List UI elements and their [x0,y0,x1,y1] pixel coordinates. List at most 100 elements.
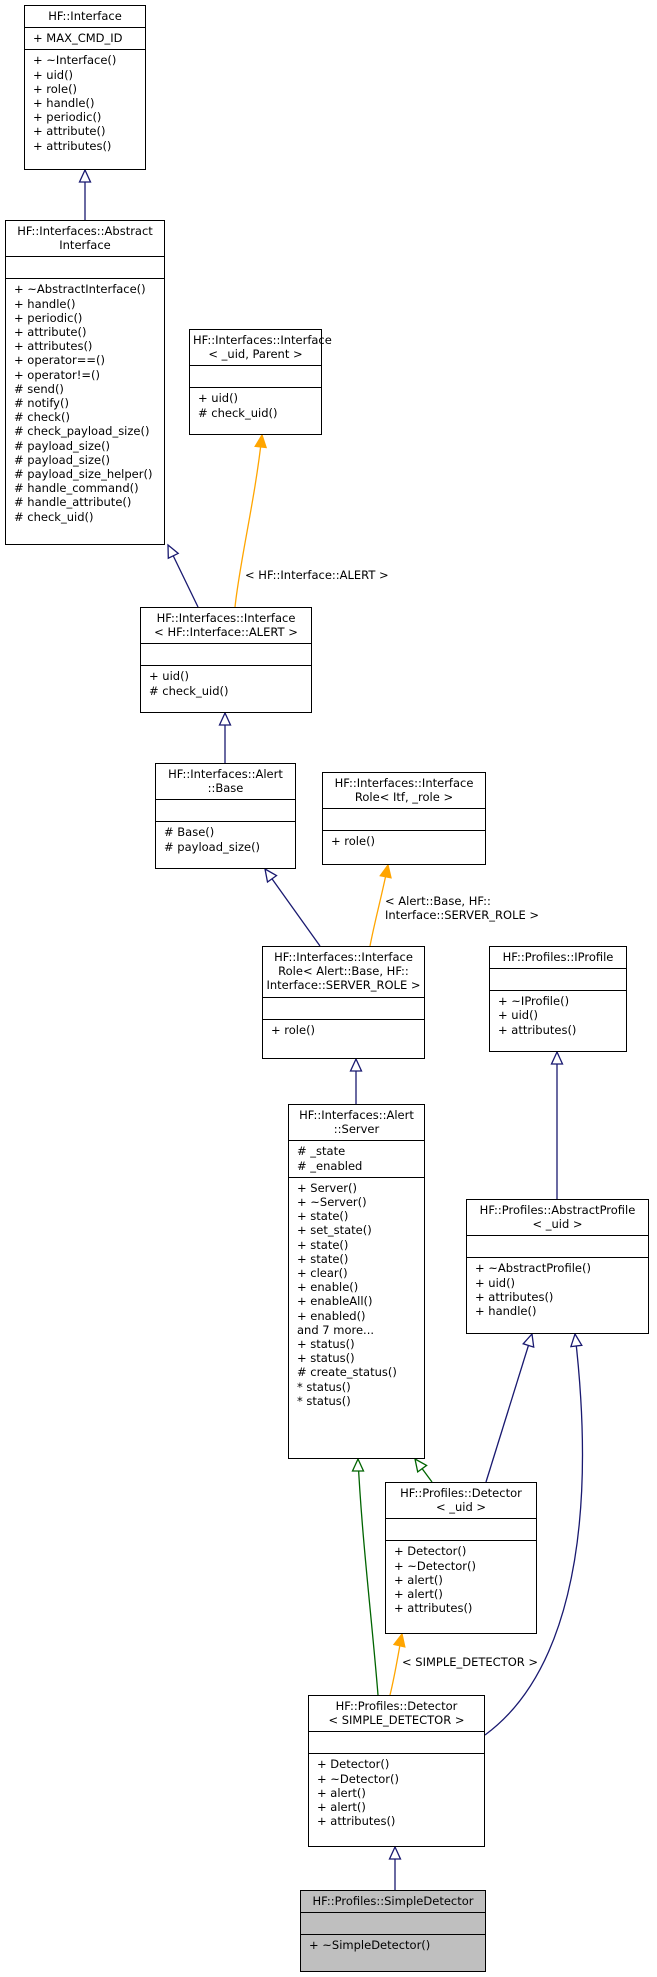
attributes-compartment: # _state# _enabled [289,1140,424,1176]
class-alert-server[interactable]: HF::Interfaces::Alert::Server# _state# _… [288,1104,425,1459]
class-name: HF::Interfaces::Alert::Base [156,764,295,799]
method-entry: # handle_attribute() [14,495,132,510]
class-hf-interface[interactable]: HF::Interface+ MAX_CMD_ID+ ~Interface()+… [24,5,146,170]
method-entry: + attribute() [14,325,87,340]
class-name: HF::Interfaces::Interface< HF::Interface… [141,608,311,643]
edge-alert-server-to-role-alert-arrowhead [349,1057,363,1072]
method-entry: + status() [297,1337,355,1352]
method-entry: + ~IProfile() [498,994,570,1009]
class-detector-simple[interactable]: HF::Profiles::Detector< SIMPLE_DETECTOR … [308,1695,485,1847]
method-entry: + periodic() [33,110,102,125]
class-name-line: < SIMPLE_DETECTOR > [328,1713,465,1728]
edge-label-role-binding: < Alert::Base, HF:: Interface::SERVER_RO… [385,894,539,922]
class-name-line: < _uid > [532,1217,583,1232]
class-name-line: HF::Interfaces::Interface [274,950,413,964]
method-entry: + enableAll() [297,1294,373,1309]
class-name-line: HF::Interfaces::Interface [193,333,332,347]
method-entry: + uid() [149,669,190,684]
class-name-line: HF::Interface [48,9,122,23]
class-name: HF::Profiles::Detector< _uid > [386,1483,536,1518]
method-entry: + attributes() [498,1022,577,1037]
class-name: HF::Interfaces::Interface< _uid, Parent … [190,330,332,365]
attribute-entry: + MAX_CMD_ID [33,31,123,46]
class-interface-alert[interactable]: HF::Interfaces::Interface< HF::Interface… [140,607,312,713]
edge-detector-simple-to-detector-template-arrowhead [392,1632,406,1648]
method-entry: + set_state() [297,1223,372,1238]
method-entry: + ~Server() [297,1195,367,1210]
method-entry: # payload_size() [14,438,111,453]
edge-interface-alert-to-interface-template [234,434,263,608]
edge-role-alert-to-alert-base-arrowhead [264,867,278,884]
class-name: HF::Profiles::IProfile [490,947,626,968]
class-alert-base[interactable]: HF::Interfaces::Alert::Base# Base()# pay… [155,763,296,869]
method-entry: + attributes() [33,138,112,153]
class-name: HF::Profiles::SimpleDetector [301,1891,485,1913]
method-entry: + Server() [297,1180,357,1195]
more-members-link[interactable]: and 7 more... [297,1322,375,1337]
method-entry: # notify() [14,396,69,411]
method-entry: + enabled() [297,1308,366,1323]
class-name-line: < HF::Interface::ALERT > [154,625,298,640]
method-entry: + periodic() [14,310,83,325]
method-entry: # Base() [164,825,215,840]
methods-compartment: + ~AbstractProfile()+ uid()+ attributes(… [467,1257,648,1322]
class-iprofile[interactable]: HF::Profiles::IProfile+ ~IProfile()+ uid… [489,946,627,1052]
methods-compartment: # Base()# payload_size() [156,821,295,857]
method-entry: + Detector() [317,1757,390,1772]
method-entry: + uid() [198,391,239,406]
class-name-line: < _uid, Parent > [208,347,303,362]
method-entry: + ~AbstractProfile() [475,1261,591,1276]
method-entry: + state() [297,1209,349,1224]
edge-label-detector-binding: < SIMPLE_DETECTOR > [402,1655,539,1669]
class-name-line: Role< Alert::Base, HF:: [278,964,409,979]
attributes-compartment [156,799,295,821]
attributes-compartment [301,1912,485,1934]
class-simple-detector[interactable]: HF::Profiles::SimpleDetector+ ~SimpleDet… [300,1890,486,1972]
edge-label-role-binding-line-2: Interface::SERVER_ROLE > [385,908,540,923]
class-interface-template[interactable]: HF::Interfaces::Interface< _uid, Parent … [189,329,332,435]
edge-interface-alert-to-interface-template-arrowhead [254,433,268,449]
method-entry: + uid() [498,1008,539,1023]
class-name: HF::Profiles::AbstractProfile< _uid > [467,1200,648,1235]
method-entry: + handle() [14,296,76,311]
edge-interface-alert-to-abstract-interface-arrowhead [167,543,180,560]
attributes-compartment [141,643,311,665]
method-entry: # handle_command() [14,481,139,496]
methods-compartment: + uid()# check_uid() [141,665,311,701]
methods-compartment: + ~SimpleDetector() [301,1934,485,1956]
method-entry: # create_status() [297,1365,397,1380]
class-abstract-profile[interactable]: HF::Profiles::AbstractProfile< _uid >+ ~… [466,1199,649,1334]
method-entry: # check_uid() [198,405,278,420]
method-entry: + role() [271,1022,316,1037]
edge-abstract-profile-to-iprofile-arrowhead [550,1050,564,1065]
class-name: HF::Interface [25,6,145,27]
method-entry: + ~Detector() [394,1558,477,1573]
method-entry: # check_uid() [14,509,94,524]
method-entry: + operator!=() [14,367,100,382]
attributes-compartment [323,808,485,830]
edge-detector-template-to-alert-server-arrowhead [414,1457,428,1474]
method-entry: + alert() [317,1785,366,1800]
edge-simple-detector-to-detector-simple-arrowhead [388,1845,402,1860]
method-entry: + ~Interface() [33,53,117,68]
attribute-entry: # _state [297,1144,346,1159]
class-detector-template[interactable]: HF::Profiles::Detector< _uid >+ Detector… [385,1482,537,1634]
attribute-entry: # _enabled [297,1158,363,1173]
method-entry: # send() [14,381,64,396]
method-entry: + alert() [394,1587,443,1602]
method-entry: + alert() [317,1800,366,1815]
class-name-line: < _uid > [435,1500,487,1515]
methods-compartment: + ~IProfile()+ uid()+ attributes() [490,990,626,1041]
attributes-compartment [309,1731,484,1753]
edge-role-alert-to-role-template-arrowhead [379,863,392,879]
edge-detector-template-to-abstract-profile [485,1333,533,1483]
method-entry: # check_payload_size() [14,424,150,439]
method-entry: + attributes() [475,1289,554,1304]
methods-compartment: + role() [323,830,485,852]
